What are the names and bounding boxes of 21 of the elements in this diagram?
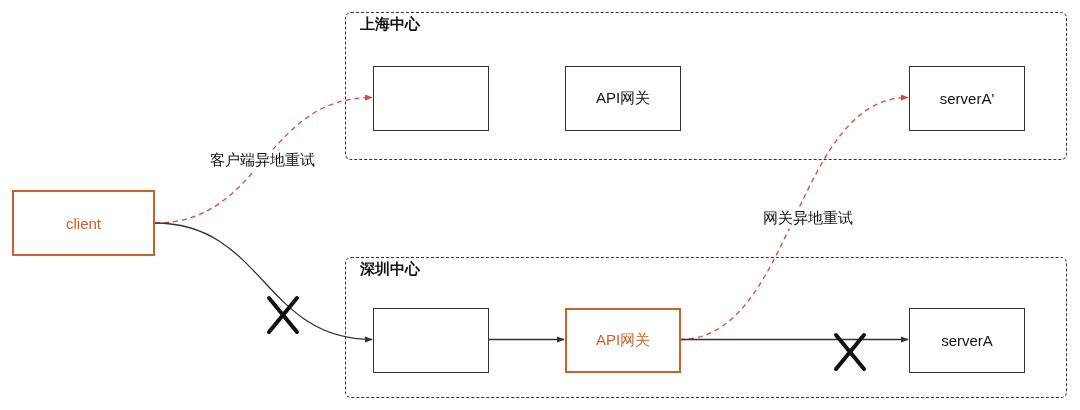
process-box xyxy=(373,308,489,373)
region-title: 上海中心 xyxy=(360,15,420,34)
process-box xyxy=(909,66,1025,131)
process-box xyxy=(565,308,681,373)
process-box xyxy=(565,66,681,131)
process-box xyxy=(12,190,155,256)
region-group-box xyxy=(345,257,1067,398)
arrow xyxy=(679,336,909,343)
arrow xyxy=(154,222,373,343)
node-label: serverA xyxy=(941,332,993,349)
process-box xyxy=(373,66,489,131)
node-label: API网关 xyxy=(595,331,651,350)
node-label: serverA' xyxy=(939,90,995,107)
process-box xyxy=(909,308,1025,373)
region-group-box xyxy=(345,12,1067,160)
node-label: API网关 xyxy=(595,89,651,108)
arrow xyxy=(487,336,565,343)
edge-label: 网关异地重试 xyxy=(761,207,855,229)
node-label: client xyxy=(66,214,101,232)
edge-label: 客户端异地重试 xyxy=(207,149,317,171)
region-title: 深圳中心 xyxy=(360,260,420,279)
